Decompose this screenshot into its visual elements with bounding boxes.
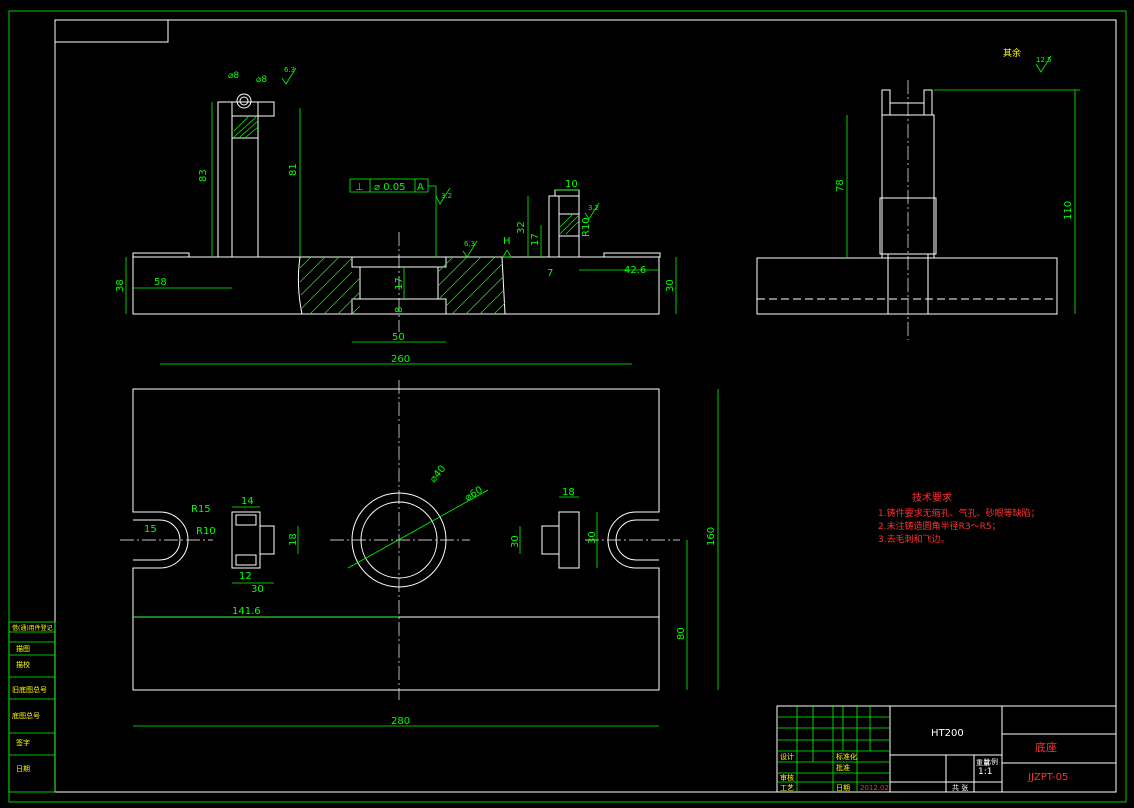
side-row-4: 底图总号 (12, 711, 40, 720)
dim-18b: 18 (562, 487, 575, 498)
tech-item-1: 2.未注铸造圆角半径R3～R5； (878, 520, 1001, 532)
roughness-2: 6.3 (464, 240, 475, 248)
dim-30a: 30 (251, 584, 264, 595)
diam-label-0: ⌀8 (228, 71, 239, 81)
side-row-0: 借(通)用件登记 (12, 624, 53, 632)
tech-item-2: 3.去毛刺和飞边。 (878, 533, 950, 545)
dim-15: 15 (144, 524, 157, 535)
cell-standard: 标准化 (836, 752, 857, 761)
dim-160: 160 (706, 527, 717, 546)
side-row-1: 描图 (16, 644, 30, 653)
tech-title: 技术要求 (912, 491, 952, 504)
dim-38: 38 (115, 279, 126, 292)
side-table: 借(通)用件登记 描图 描校 旧底图总号 底图总号 签字 日期 (8, 621, 56, 793)
gdt-value: ⌀ 0.05 (374, 182, 405, 193)
dim-78: 78 (835, 179, 846, 192)
drawing-no: JJZPT-05 (1027, 772, 1068, 783)
weight-label: 重量 (976, 759, 990, 767)
dim-83: 83 (198, 169, 209, 182)
cell-process: 工艺 (780, 784, 794, 792)
dim-12: 12 (239, 571, 252, 582)
tech-item-0: 1.铸件要求无缩孔、气孔、砂眼等缺陷； (878, 507, 1040, 519)
dim-141-6: 141.6 (232, 606, 261, 617)
material: HT200 (931, 728, 964, 739)
cell-date: 日期 (836, 784, 850, 792)
dim-r10-top: R10 (196, 526, 216, 537)
dim-phi60: ⌀60 (463, 485, 485, 504)
side-row-5: 签字 (16, 738, 30, 747)
side-row-6: 日期 (16, 765, 30, 773)
gdt-symbol: ⊥ (355, 182, 364, 193)
dim-80: 80 (676, 627, 687, 640)
roughness-symbols: 6.3 3.2 6.3 3.2 (281, 66, 600, 258)
dim-30: 30 (665, 279, 676, 292)
scale: 1:1 (978, 767, 992, 777)
dim-7: 7 (547, 268, 553, 279)
dim-10: 10 (565, 179, 578, 190)
roughness-0: 6.3 (284, 66, 295, 74)
dim-h: H (503, 236, 511, 247)
rest-label: 其余 (1003, 47, 1021, 59)
side-row-3: 旧底图总号 (12, 685, 47, 694)
dim-30b: 30 (510, 535, 521, 548)
part-name: 底座 (1035, 740, 1057, 754)
roughness-3: 3.2 (588, 204, 599, 212)
dim-32: 32 (516, 221, 527, 234)
dim-110: 110 (1063, 201, 1074, 220)
cell-design: 设计 (780, 752, 794, 761)
rest-roughness: 12.5 (1036, 56, 1052, 64)
dim-17: 17 (394, 277, 405, 290)
dim-17b: 17 (530, 233, 541, 246)
gdt-datum: A (417, 182, 424, 193)
drawing-frame (8, 10, 1127, 803)
cell-approve: 批准 (836, 763, 850, 772)
side-row-2: 描校 (16, 660, 30, 669)
dim-8: 8 (394, 307, 405, 313)
dim-58: 58 (154, 277, 167, 288)
roughness-1: 3.2 (441, 192, 452, 200)
dim-phi40: ⌀40 (428, 463, 448, 484)
dim-14: 14 (241, 496, 254, 507)
tech-requirements: 技术要求 1.铸件要求无缩孔、气孔、砂眼等缺陷； 2.未注铸造圆角半径R3～R5… (878, 491, 1040, 545)
title-block: HT200 底座 JJZPT-05 重量 1:1 比例 共 张 设计 审核 工艺… (776, 705, 1117, 793)
dim-18: 18 (288, 533, 299, 546)
front-view: 83 81 38 58 17 8 50 10 32 17 7 42.6 30 R… (115, 66, 677, 343)
sheet-label: 共 张 (952, 783, 968, 792)
scale-label: 比例 (984, 757, 998, 766)
diam-label-1: ⌀8 (256, 75, 267, 85)
dim-260: 260 (391, 354, 410, 365)
dim-42-6: 42.6 (624, 265, 646, 276)
dim-280: 280 (391, 716, 410, 727)
dim-r15: R15 (191, 504, 211, 515)
date: 2012.02 (860, 784, 889, 792)
cell-review: 审核 (780, 773, 794, 782)
gdt-frame: ⊥ ⌀ 0.05 A (349, 178, 437, 257)
dim-30c: 30 (587, 531, 598, 544)
dim-r10: R10 (581, 217, 592, 237)
top-view: 260 280 160 80 141.6 15 14 12 30 18 18 3… (120, 354, 719, 727)
dim-81: 81 (288, 163, 299, 176)
dim-50: 50 (392, 332, 405, 343)
side-view: 78 110 其余 12.5 (756, 47, 1080, 340)
